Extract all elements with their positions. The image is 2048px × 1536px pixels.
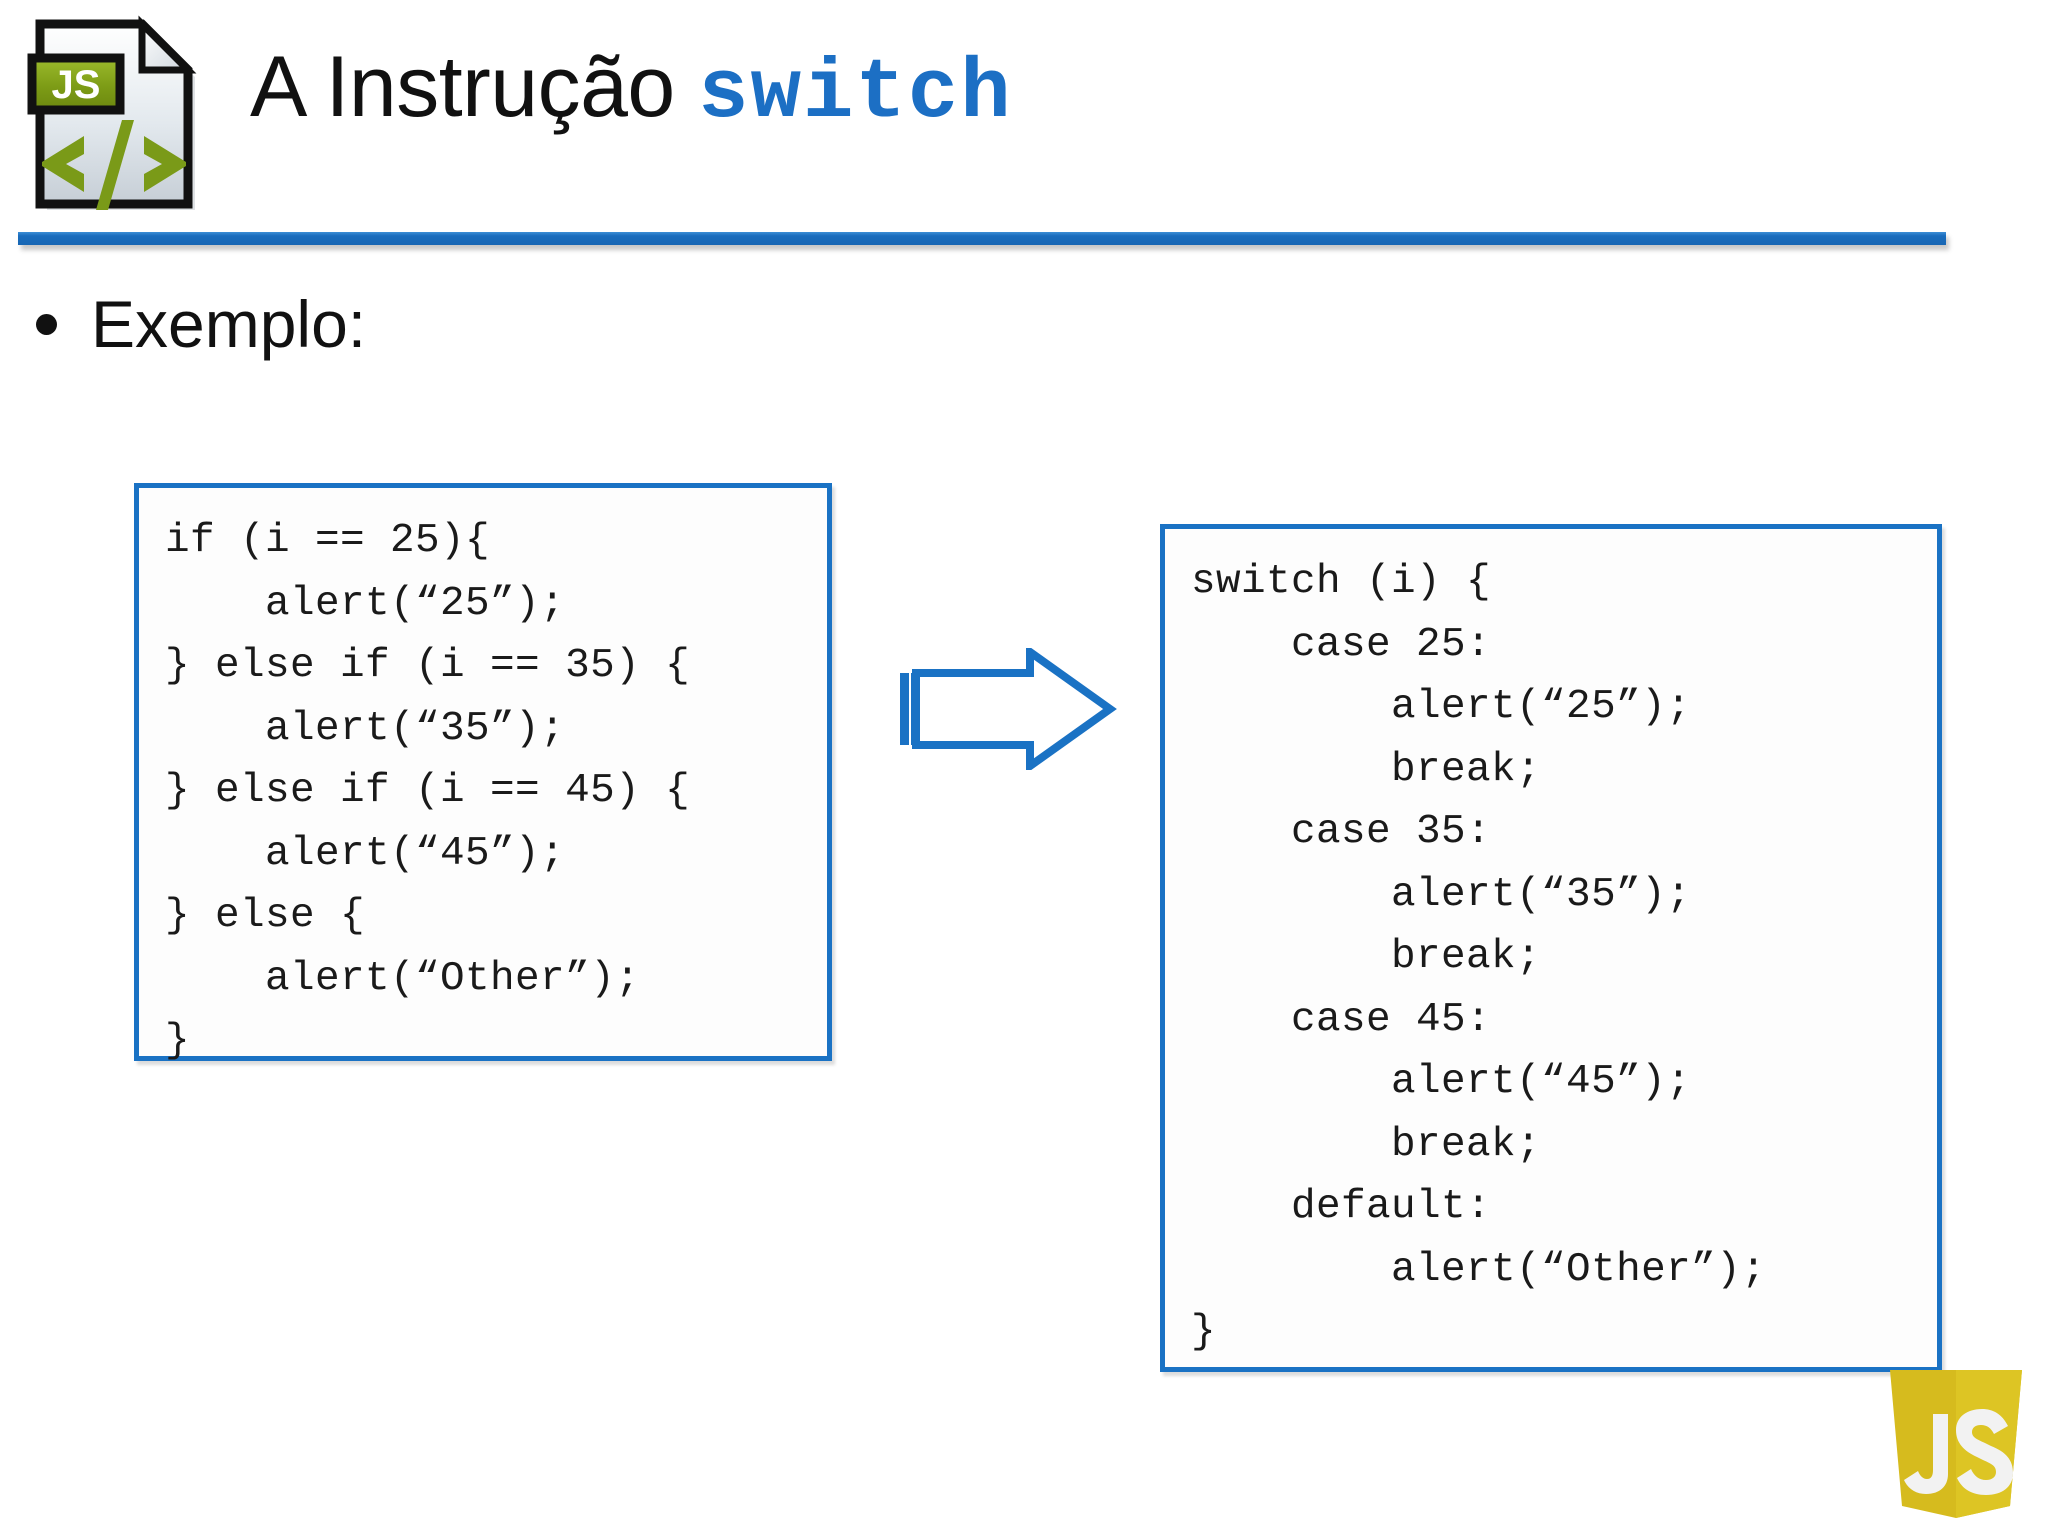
js-file-icon: JS <box>22 14 212 211</box>
slide-header: JS A Instrução switch <box>0 0 2048 250</box>
code-block-switch: switch (i) { case 25: alert(“25”); break… <box>1160 524 1942 1372</box>
bullet-exemplo: Exemplo: <box>36 288 366 361</box>
bullet-dot-icon <box>36 313 57 335</box>
code-block-switch-text: switch (i) { case 25: alert(“25”); break… <box>1191 559 1767 1355</box>
title-divider <box>18 232 1946 245</box>
page-title-plain: A Instrução <box>250 39 699 135</box>
page-title: A Instrução switch <box>250 44 1013 137</box>
code-block-if-else-text: if (i == 25){ alert(“25”); } else if (i … <box>165 518 691 1064</box>
bullet-exemplo-label: Exemplo: <box>91 287 367 361</box>
page-title-keyword: switch <box>698 47 1013 142</box>
svg-text:JS: JS <box>52 63 101 107</box>
code-block-if-else: if (i == 25){ alert(“25”); } else if (i … <box>134 483 832 1064</box>
right-arrow-icon <box>898 644 1118 774</box>
javascript-shield-logo <box>1886 1368 2026 1520</box>
